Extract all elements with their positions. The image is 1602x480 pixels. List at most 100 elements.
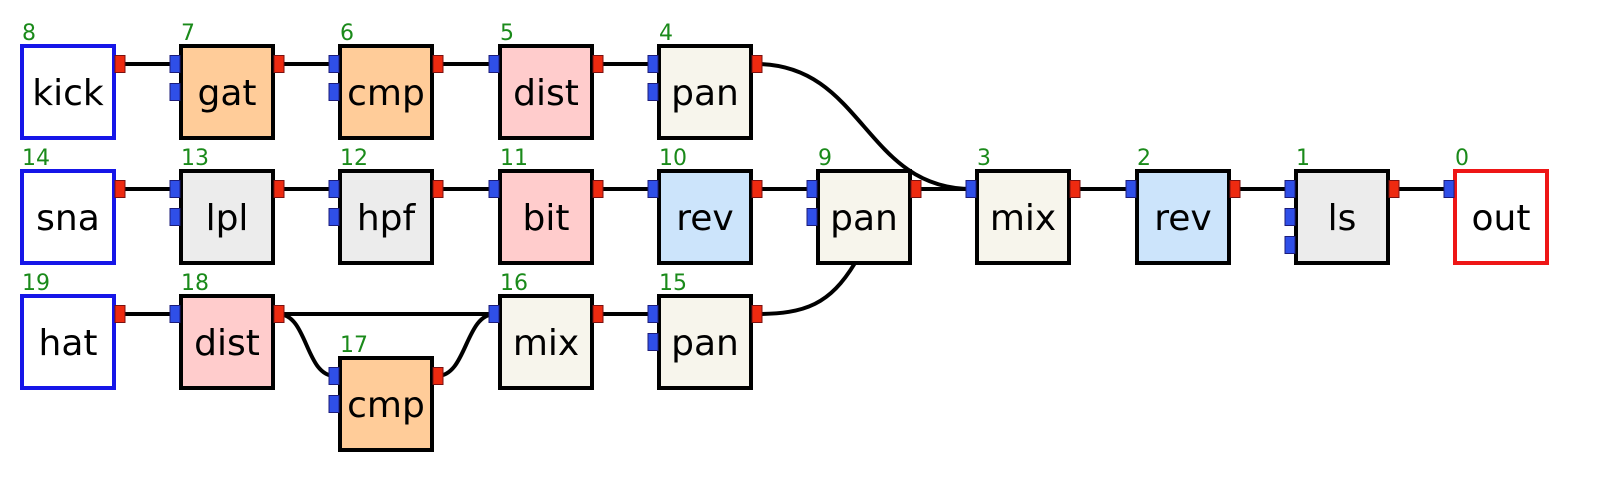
node-box: [498, 294, 594, 390]
node-index: 10: [659, 146, 687, 171]
input-port: [647, 83, 659, 101]
node-index: 15: [659, 271, 687, 296]
node-label: cmp: [347, 73, 425, 114]
output-port: [1388, 180, 1400, 198]
node-index: 17: [340, 333, 368, 358]
node-index: 3: [977, 146, 991, 171]
node-box: [498, 169, 594, 265]
node-label: gat: [197, 73, 256, 114]
node-18-dist: dist 18: [169, 271, 285, 390]
node-box: [179, 169, 275, 265]
node-index: 5: [500, 21, 514, 46]
node-index: 19: [22, 271, 50, 296]
output-port: [592, 305, 604, 323]
input-port: [328, 367, 340, 385]
node-index: 8: [22, 21, 36, 46]
input-port: [328, 208, 340, 226]
node-17-cmp: cmp 17: [328, 333, 444, 452]
node-9-pan: pan 9: [806, 146, 922, 265]
input-port: [1284, 180, 1296, 198]
input-port: [647, 333, 659, 351]
node-label: out: [1472, 198, 1531, 239]
node-index: 4: [659, 21, 673, 46]
node-label: dist: [194, 323, 260, 364]
node-10-rev: rev 10: [647, 146, 763, 265]
node-14-sna: sna 14: [20, 146, 126, 265]
output-port: [114, 55, 126, 73]
output-port: [432, 180, 444, 198]
output-port: [114, 180, 126, 198]
input-port: [1284, 236, 1296, 254]
node-4-pan: pan 4: [647, 21, 763, 140]
node-box: [338, 356, 434, 452]
node-box: [657, 169, 753, 265]
output-port: [751, 55, 763, 73]
output-port: [432, 367, 444, 385]
node-label: mix: [990, 198, 1056, 239]
node-box: [20, 44, 116, 140]
node-index: 1: [1296, 146, 1310, 171]
wire-15-to-9: [755, 261, 857, 316]
wire-17-to-16: [436, 312, 496, 378]
node-index: 11: [500, 146, 528, 171]
node-1-ls: ls 1: [1284, 146, 1400, 265]
node-12-hpf: hpf 12: [328, 146, 444, 265]
node-index: 14: [22, 146, 50, 171]
wire-layer: [119, 62, 1450, 378]
node-index: 13: [181, 146, 209, 171]
input-port: [647, 55, 659, 73]
node-box: [179, 294, 275, 390]
node-box: [20, 169, 116, 265]
node-box: [657, 294, 753, 390]
output-port: [273, 305, 285, 323]
input-port: [328, 83, 340, 101]
node-index: 12: [340, 146, 368, 171]
node-box: [338, 44, 434, 140]
wire-4-to-3: [755, 62, 973, 191]
node-label: bit: [523, 198, 570, 239]
node-label: sna: [36, 198, 100, 239]
output-port: [114, 305, 126, 323]
node-index: 9: [818, 146, 832, 171]
input-port: [169, 83, 181, 101]
input-port: [806, 180, 818, 198]
node-index: 0: [1455, 146, 1469, 171]
node-label: kick: [32, 73, 104, 114]
node-label: rev: [676, 198, 733, 239]
node-index: 16: [500, 271, 528, 296]
node-label: rev: [1154, 198, 1211, 239]
output-port: [910, 180, 922, 198]
node-label: pan: [671, 73, 739, 114]
output-port: [273, 180, 285, 198]
node-3-mix: mix 3: [965, 146, 1081, 265]
input-port: [169, 305, 181, 323]
node-label: cmp: [347, 385, 425, 426]
node-box: [975, 169, 1071, 265]
node-label: ls: [1328, 198, 1357, 239]
input-port: [488, 55, 500, 73]
wire-18-to-17: [277, 312, 336, 378]
input-port: [169, 208, 181, 226]
node-layer: kick8gat7cmp6dist5pan4sna14lpl13hpf12bit…: [20, 21, 1549, 452]
node-index: 6: [340, 21, 354, 46]
node-11-bit: bit 11: [488, 146, 604, 265]
input-port: [1284, 208, 1296, 226]
input-port: [328, 395, 340, 413]
input-port: [328, 55, 340, 73]
node-label: pan: [830, 198, 898, 239]
node-index: 18: [181, 271, 209, 296]
node-box: [1294, 169, 1390, 265]
input-port: [169, 55, 181, 73]
output-port: [432, 55, 444, 73]
input-port: [488, 305, 500, 323]
input-port: [1125, 180, 1137, 198]
input-port: [169, 180, 181, 198]
node-label: hpf: [357, 198, 417, 239]
